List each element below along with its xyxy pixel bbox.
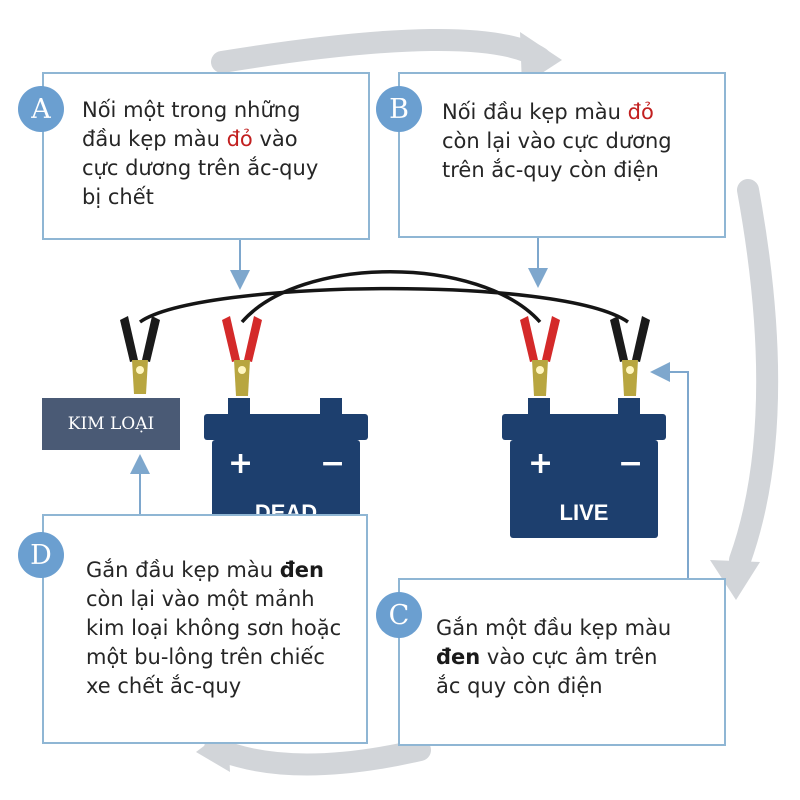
live-battery-label: LIVE bbox=[559, 500, 609, 525]
step-c-box bbox=[398, 578, 726, 746]
dead-plus-sign: + bbox=[228, 446, 254, 481]
cycle-arrow-bottom bbox=[204, 737, 431, 776]
clamp-black-metal bbox=[120, 316, 160, 394]
battery-dead bbox=[204, 398, 368, 538]
metal-plate: KIM LOẠI bbox=[42, 398, 180, 450]
clamp-black-live bbox=[610, 316, 650, 396]
step-a-box bbox=[42, 72, 370, 240]
step-c-text: Gắn một đầu kẹp màu đen vào cực âm trên … bbox=[436, 616, 672, 698]
cycle-arrows bbox=[204, 28, 779, 776]
cable-black bbox=[139, 286, 629, 324]
live-minus-sign: − bbox=[618, 446, 644, 481]
jumper-cables bbox=[139, 270, 629, 324]
cycle-arrow-right bbox=[729, 179, 779, 571]
cable-red bbox=[240, 270, 542, 324]
metal-label: KIM LOẠI bbox=[67, 414, 155, 434]
step-a-text: Nối một trong những đầu kẹp màu đỏ vào c… bbox=[82, 98, 319, 209]
step-a-badge: A bbox=[18, 86, 64, 132]
step-c-badge: C bbox=[376, 592, 422, 638]
step-b-text: Nối đầu kẹp màu đỏ còn lại vào cực dương… bbox=[442, 100, 672, 182]
step-b-badge: B bbox=[376, 86, 422, 132]
step-d-badge: D bbox=[18, 532, 64, 578]
step-a-highlight: đỏ bbox=[226, 127, 253, 151]
live-plus-sign: + bbox=[528, 446, 554, 481]
battery-live bbox=[502, 398, 666, 538]
step-b-highlight: đỏ bbox=[627, 100, 654, 124]
dead-minus-sign: − bbox=[320, 446, 346, 481]
cycle-arrow-top bbox=[211, 28, 551, 73]
cycle-arrowhead-right bbox=[710, 560, 760, 600]
pointer-arrows bbox=[130, 238, 689, 578]
step-d-highlight: đen bbox=[279, 558, 324, 582]
step-c-highlight: đen bbox=[436, 645, 481, 669]
clamp-red-dead bbox=[222, 316, 262, 396]
step-d-box bbox=[42, 514, 368, 744]
step-b-box bbox=[398, 72, 726, 238]
step-d-text: Gắn đầu kẹp màu đen còn lại vào một mảnh… bbox=[86, 558, 342, 698]
pointer-arrow-c bbox=[650, 362, 689, 578]
clamp-red-live bbox=[520, 316, 560, 396]
